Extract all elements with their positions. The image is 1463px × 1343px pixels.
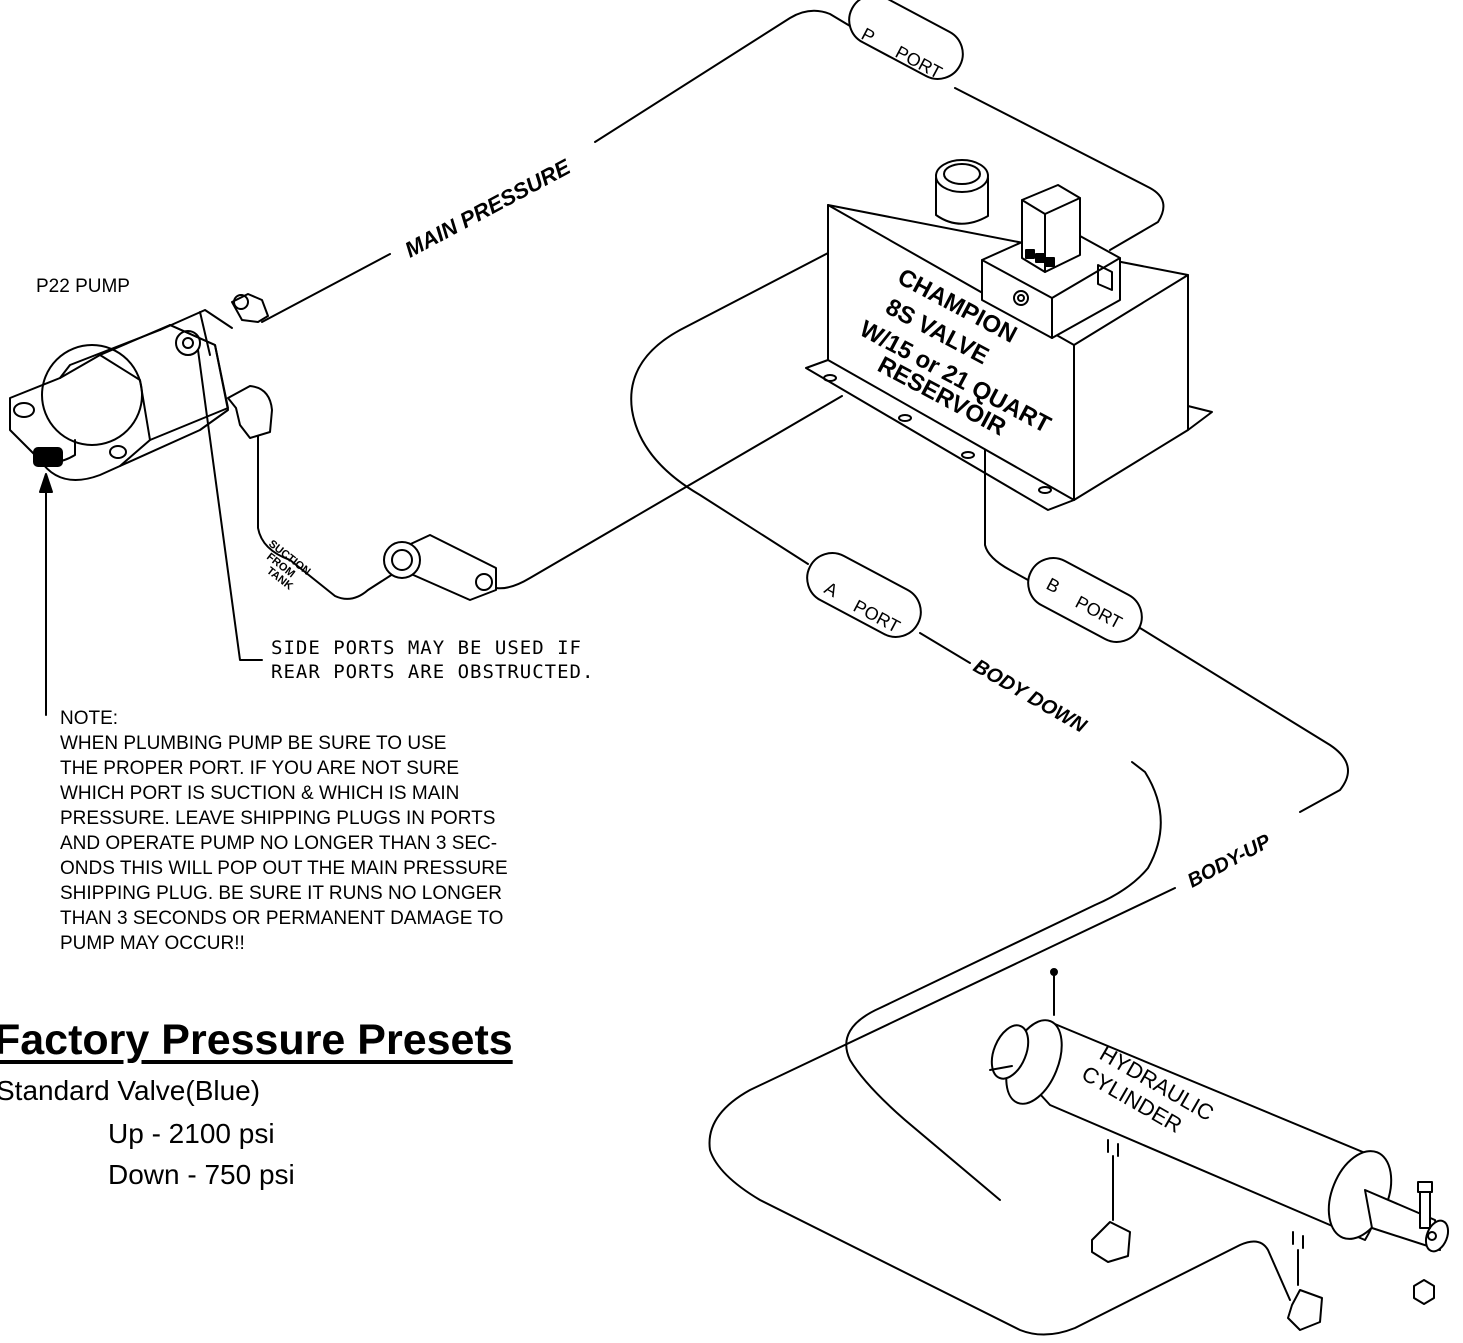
reservoir <box>805 159 1213 511</box>
note-line: WHEN PLUMBING PUMP BE SURE TO USE <box>60 733 447 754</box>
main-pressure-hose <box>261 9 1165 323</box>
presets-down: Down - 750 psi <box>108 1159 295 1190</box>
b-port-hose <box>708 299 1349 1336</box>
note-line: AND OPERATE PUMP NO LONGER THAN 3 SEC- <box>60 833 498 854</box>
pump <box>9 293 273 481</box>
body-up-label: BODY-UP <box>1184 830 1275 892</box>
a-port-tag <box>806 552 922 638</box>
main-pressure-label: MAIN PRESSURE <box>401 154 576 263</box>
b-port-tag <box>1027 557 1143 643</box>
note-line: ONDS THIS WILL POP OUT THE MAIN PRESSURE <box>60 858 508 879</box>
note-title: NOTE: <box>60 708 119 729</box>
note-line: THAN 3 SECONDS OR PERMANENT DAMAGE TO <box>60 908 504 929</box>
note-line: PRESSURE. LEAVE SHIPPING PLUGS IN PORTS <box>60 808 496 829</box>
hydraulic-cylinder <box>989 968 1450 1331</box>
side-note-line: REAR PORTS ARE OBSTRUCTED. <box>271 661 595 683</box>
presets-valve: Standard Valve(Blue) <box>0 1075 261 1106</box>
pump-label: P22 PUMP <box>36 276 130 297</box>
plumbing-note: NOTE: WHEN PLUMBING PUMP BE SURE TO USE … <box>60 706 508 956</box>
note-line: PUMP MAY OCCUR!! <box>60 933 245 954</box>
note-line: WHICH PORT IS SUCTION & WHICH IS MAIN <box>60 783 460 804</box>
side-note-line: SIDE PORTS MAY BE USED IF <box>271 637 582 659</box>
suction-fitting <box>383 534 497 601</box>
presets-up: Up - 2100 psi <box>108 1118 275 1149</box>
suction-hose <box>257 395 843 600</box>
note-line: THE PROPER PORT. IF YOU ARE NOT SURE <box>60 758 460 779</box>
presets-title: Factory Pressure Presets <box>0 1016 513 1064</box>
p-port-tag <box>848 0 964 80</box>
note-arrowhead <box>39 473 53 493</box>
body-down-label: BODY DOWN <box>970 655 1091 737</box>
side-ports-note: SIDE PORTS MAY BE USED IF REAR PORTS ARE… <box>271 636 594 684</box>
side-port-leader <box>197 349 263 661</box>
note-line: SHIPPING PLUG. BE SURE IT RUNS NO LONGER <box>60 883 503 904</box>
